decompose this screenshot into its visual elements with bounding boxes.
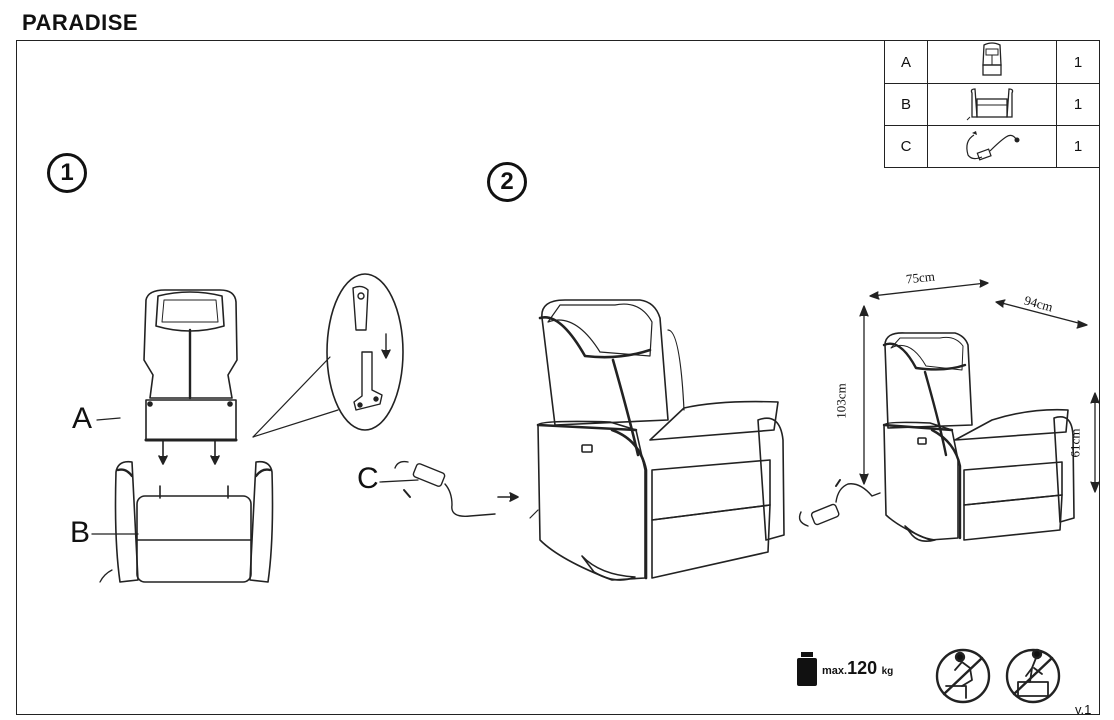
step-number-2: 2	[487, 162, 527, 202]
bracket-detail-icon	[352, 285, 391, 411]
dimension-height: 103cm	[833, 383, 849, 419]
weight-value: 120	[847, 658, 878, 678]
recliner-chair-large	[529, 299, 785, 581]
recliner-chair-small	[882, 332, 1075, 542]
chair-base-b	[99, 460, 274, 583]
no-climbing-icon	[935, 648, 991, 704]
backrest-a	[143, 289, 238, 442]
part-label-c: C	[357, 462, 379, 495]
dimension-seat-height: 61cm	[1067, 428, 1083, 458]
power-cable	[798, 479, 881, 527]
parts-table: A 1 B 1 C	[884, 40, 1100, 168]
version-label: v.1	[1075, 702, 1092, 717]
weight-prefix: max.	[822, 665, 848, 677]
arrow-down-icon	[158, 439, 220, 465]
max-weight-label: max.120 kg	[822, 658, 893, 679]
diagram-frame	[16, 40, 1100, 715]
part-label-a: A	[72, 402, 93, 435]
part-qty: 1	[1056, 40, 1100, 84]
backrest-icon	[927, 40, 1057, 84]
page-title: PARADISE	[22, 10, 139, 35]
step-number-1: 1	[47, 153, 87, 193]
part-letter: C	[884, 125, 928, 168]
part-label-b: B	[70, 516, 91, 549]
dimension-lines	[859, 279, 1100, 493]
parts-row: C 1	[884, 125, 1100, 168]
dimension-width: 75cm	[905, 268, 936, 287]
weight-icon	[797, 652, 817, 686]
part-qty: 1	[1056, 125, 1100, 168]
no-standing-icon	[1005, 648, 1061, 704]
power-adapter-icon	[927, 125, 1057, 168]
weight-unit: kg	[881, 666, 894, 677]
part-qty: 1	[1056, 83, 1100, 126]
arrow-right-icon	[497, 492, 519, 502]
detail-callout	[326, 273, 404, 431]
parts-row: B 1	[884, 83, 1100, 126]
power-adapter-c	[394, 460, 496, 517]
chair-base-icon	[927, 83, 1057, 126]
